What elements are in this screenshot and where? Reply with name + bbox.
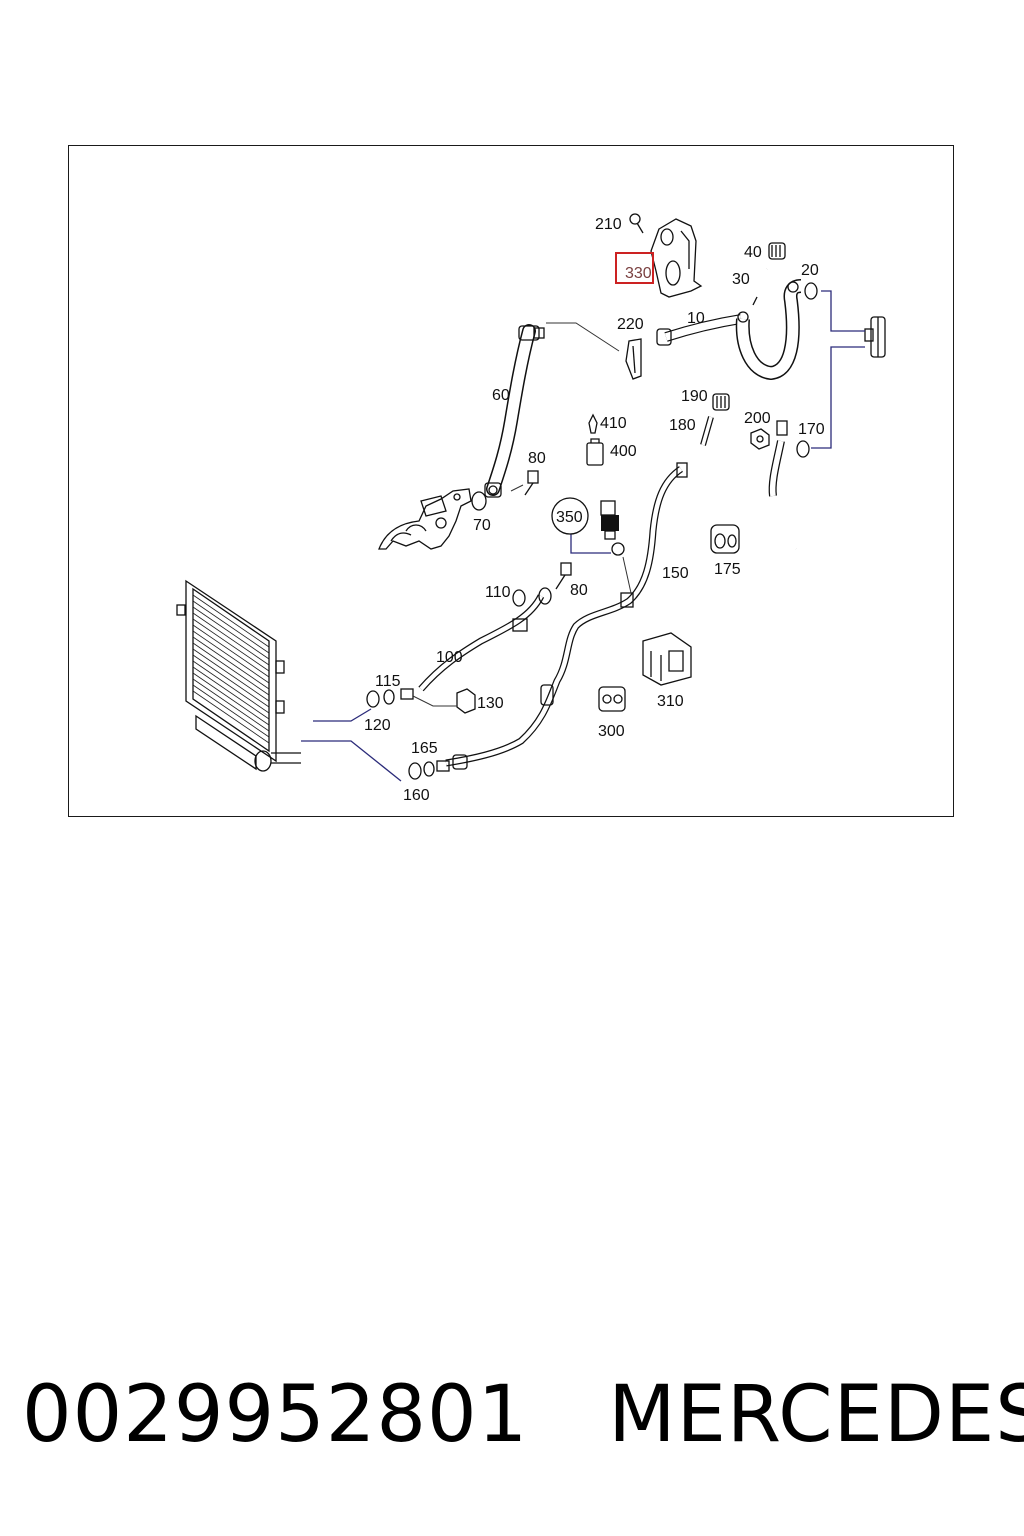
part-300-clamp xyxy=(598,686,626,712)
tee-connector xyxy=(864,316,886,358)
part-30-valve xyxy=(752,268,769,306)
part-210-bolt xyxy=(629,213,644,234)
ac-parts-diagram: 210 330 40 30 20 220 10 60 190 410 180 2… xyxy=(176,213,886,804)
label-400[interactable]: 400 xyxy=(610,443,637,460)
hose-60-drawing xyxy=(484,324,545,498)
label-60[interactable]: 60 xyxy=(492,387,510,404)
part-80-bolt-upper xyxy=(524,470,539,496)
part-160-seal xyxy=(408,762,422,780)
label-220[interactable]: 220 xyxy=(617,316,644,333)
brand-name: MERCEDES xyxy=(608,1370,1024,1460)
part-40-cap xyxy=(768,242,786,260)
pipe-upper-right xyxy=(679,440,799,550)
part-180-valve xyxy=(700,416,714,446)
label-200[interactable]: 200 xyxy=(744,410,771,427)
label-350-circle xyxy=(551,497,589,535)
part-165-fitting xyxy=(423,760,450,777)
label-70[interactable]: 70 xyxy=(473,517,491,534)
part-350-seal xyxy=(611,542,625,556)
part-170-fitting xyxy=(776,420,810,458)
part-number: 0029952801 xyxy=(22,1370,529,1460)
product-caption: 0029952801 MERCEDES xyxy=(22,1370,1024,1460)
parts-diagram-frame: 210 330 40 30 20 220 10 60 190 410 180 2… xyxy=(68,145,954,817)
label-210[interactable]: 210 xyxy=(595,216,622,233)
label-330[interactable]: 330 xyxy=(625,265,652,282)
pipe-10-drawing xyxy=(656,279,802,381)
label-180[interactable]: 180 xyxy=(669,417,696,434)
label-150[interactable]: 150 xyxy=(662,565,689,582)
label-100[interactable]: 100 xyxy=(436,649,463,666)
part-20-seal xyxy=(804,282,818,300)
part-330-housing xyxy=(650,218,703,298)
part-350-sensor xyxy=(600,500,619,540)
label-20[interactable]: 20 xyxy=(801,262,819,279)
label-30[interactable]: 30 xyxy=(732,271,750,288)
part-130-nut xyxy=(456,688,476,714)
compressor-bracket-drawing xyxy=(378,488,472,550)
part-310-clamp xyxy=(642,632,692,686)
label-130[interactable]: 130 xyxy=(477,695,504,712)
part-190-cap xyxy=(712,393,730,411)
hose-100-drawing xyxy=(418,587,552,692)
label-165[interactable]: 165 xyxy=(411,740,438,757)
part-200-nut xyxy=(750,428,770,450)
label-190[interactable]: 190 xyxy=(681,388,708,405)
label-80-upper[interactable]: 80 xyxy=(528,450,546,467)
label-310[interactable]: 310 xyxy=(657,693,684,710)
label-410[interactable]: 410 xyxy=(600,415,627,432)
label-300[interactable]: 300 xyxy=(598,723,625,740)
label-350[interactable]: 350 xyxy=(556,509,583,526)
part-70-seal xyxy=(471,491,487,511)
label-10[interactable]: 10 xyxy=(687,310,705,327)
label-80-lower[interactable]: 80 xyxy=(570,582,588,599)
part-175-block xyxy=(710,524,740,554)
part-80-bolt-lower xyxy=(555,562,572,590)
part-220-clip xyxy=(625,338,642,380)
label-160[interactable]: 160 xyxy=(403,787,430,804)
part-110-seal xyxy=(512,589,526,607)
label-115[interactable]: 115 xyxy=(375,673,401,690)
pipe-150-drawing xyxy=(445,462,688,770)
label-175[interactable]: 175 xyxy=(714,561,741,578)
part-400-connector xyxy=(586,438,604,466)
highlight-box-330 xyxy=(615,252,654,284)
label-120[interactable]: 120 xyxy=(364,717,391,734)
label-110[interactable]: 110 xyxy=(485,584,511,601)
label-170[interactable]: 170 xyxy=(798,421,825,438)
part-410-cap xyxy=(588,413,598,434)
condenser-drawing xyxy=(176,579,301,772)
part-120-seal xyxy=(366,690,380,708)
label-40[interactable]: 40 xyxy=(744,244,762,261)
part-115-fitting xyxy=(383,688,414,705)
